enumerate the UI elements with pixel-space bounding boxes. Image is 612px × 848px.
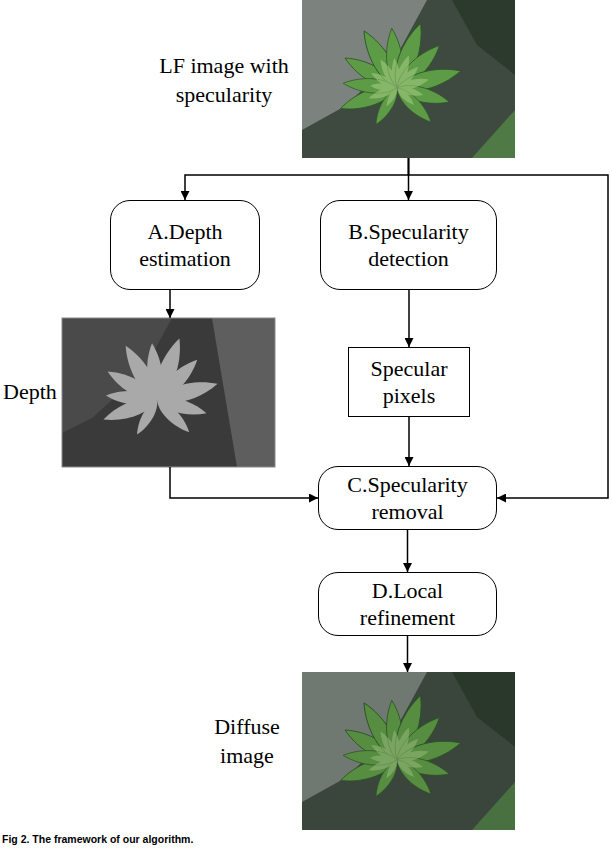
flow-arrow [407,530,409,572]
image-heading: Depth [0,378,60,407]
depth-map [62,318,275,467]
data-box: Specular pixels [348,347,470,417]
image-heading: Diffuse image [193,713,301,770]
flow-arrow [408,417,410,466]
process-box: A.Depth estimation [110,200,260,290]
flow-arrow [408,158,410,200]
box-label: Specular pixels [357,355,461,410]
flow-arrow [185,158,409,200]
input-image: LF image with specularity [302,0,515,158]
figure-caption: Fig 2. The framework of our algorithm. [2,833,193,845]
input-photo [302,0,515,158]
process-box: C.Specularity removal [318,466,497,530]
box-label: D.Local refinement [331,577,484,632]
flow-arrow [170,467,318,498]
flow-arrow [408,290,410,347]
box-label: A.Depth estimation [123,218,247,273]
flow-arrow [169,290,171,318]
process-box: B.Specularity detection [320,200,497,290]
output-photo [302,672,515,830]
depth-image: Depth [62,318,275,467]
flow-arrow [407,636,409,672]
box-label: B.Specularity detection [333,218,484,273]
process-box: D.Local refinement [318,572,497,636]
box-label: C.Specularity removal [331,471,484,526]
image-heading: LF image with specularity [148,52,300,109]
output-image: Diffuse image [302,672,515,830]
